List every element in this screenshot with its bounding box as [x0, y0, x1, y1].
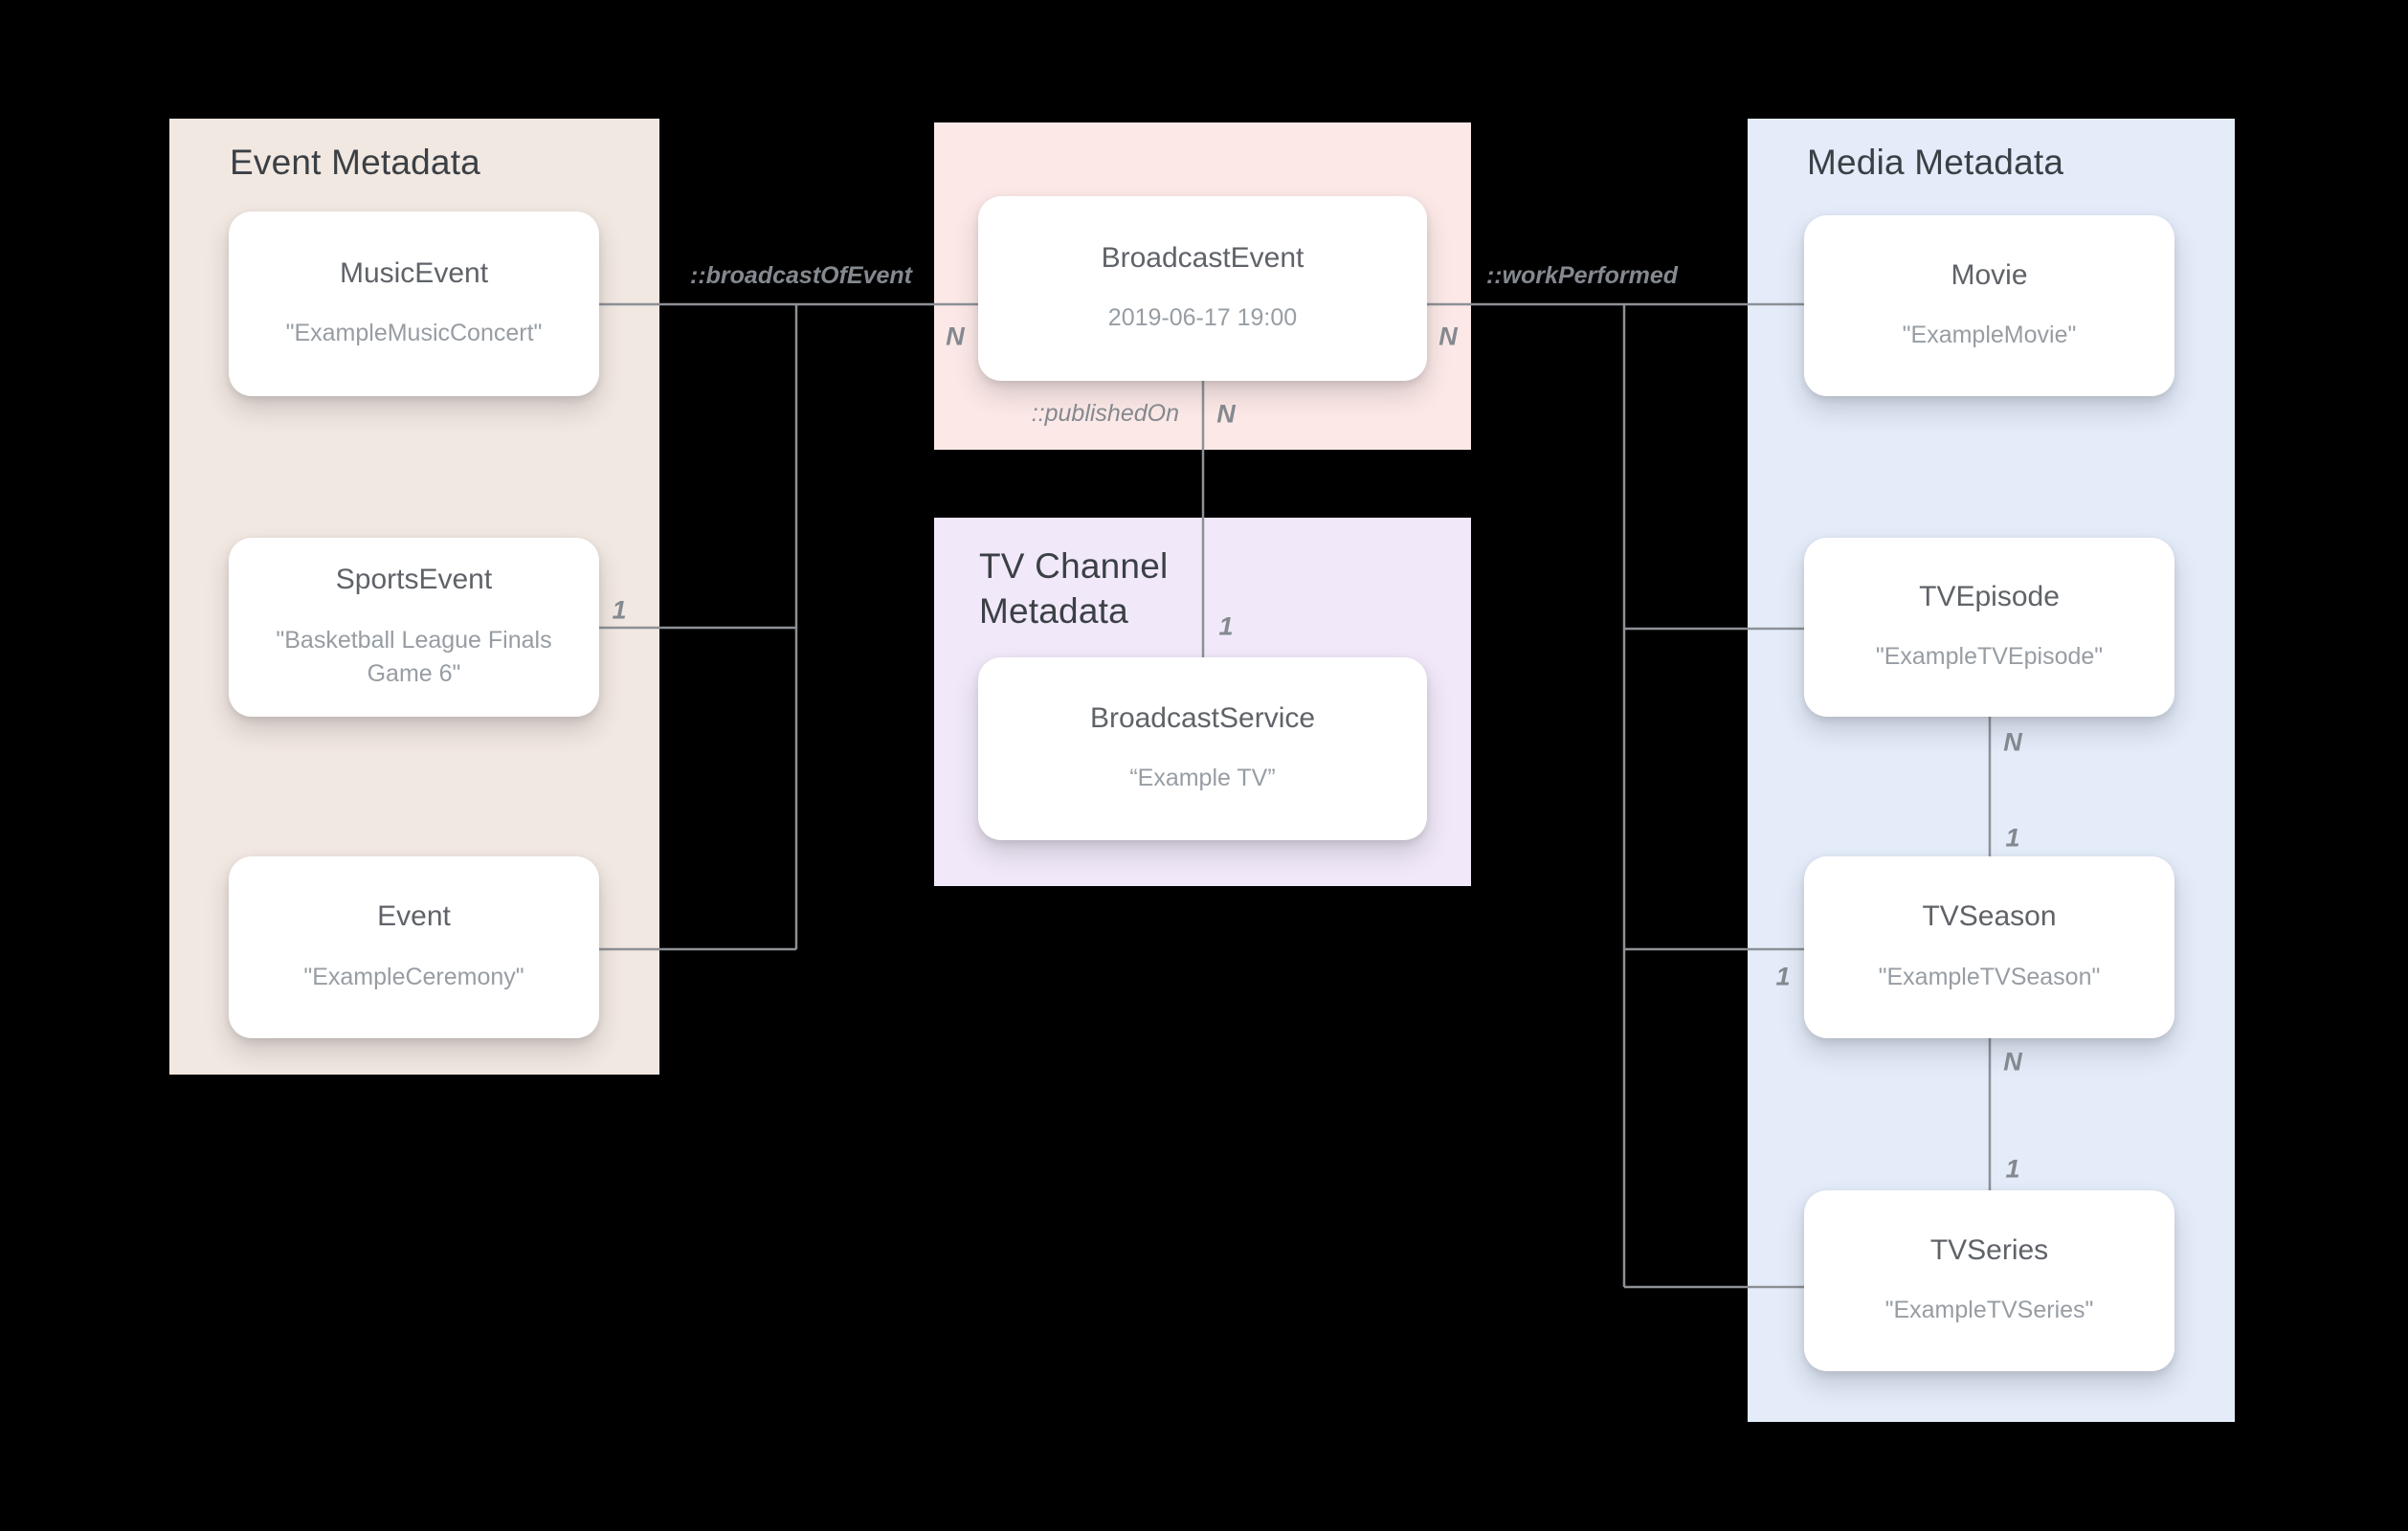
cardinality-workperformed-season: 1	[1775, 962, 1791, 991]
panel-title-media-metadata: Media Metadata	[1807, 143, 2064, 182]
cardinality-publishedon-n: N	[1216, 399, 1236, 429]
cardinality-episode-season-n: N	[2003, 727, 2022, 757]
node-subtitle: "ExampleTVSeason"	[1878, 963, 2101, 990]
node-tv-episode: TVEpisode "ExampleTVEpisode"	[1804, 538, 2174, 717]
node-title: SportsEvent	[335, 564, 493, 596]
node-tv-season: TVSeason "ExampleTVSeason"	[1804, 856, 2174, 1038]
cardinality-sportsevent: 1	[612, 595, 627, 625]
node-subtitle: 2019-06-17 19:00	[1107, 304, 1298, 332]
relation-label-work-performed: ::workPerformed	[1485, 262, 1679, 289]
panel-title-tv-channel-metadata: TV Channel Metadata	[979, 546, 1169, 632]
node-title: TVSeries	[1929, 1233, 2049, 1266]
node-subtitle: "Basketball League Finals Game 6"	[276, 626, 552, 687]
node-subtitle: "ExampleMovie"	[1902, 322, 2077, 349]
cardinality-broadcastevent-right: N	[1438, 322, 1458, 351]
relation-label-published-on: ::publishedOn	[1031, 400, 1179, 427]
node-tv-series: TVSeries "ExampleTVSeries"	[1804, 1190, 2174, 1371]
panel-title-event-metadata: Event Metadata	[230, 143, 480, 182]
node-event: Event "ExampleCeremony"	[229, 856, 599, 1038]
node-title: TVSeason	[1922, 900, 2057, 933]
node-subtitle: "ExampleTVSeries"	[1884, 1297, 2094, 1324]
node-subtitle: "ExampleCeremony"	[303, 963, 524, 990]
node-subtitle: "ExampleTVEpisode"	[1875, 643, 2104, 671]
node-title: Movie	[1951, 258, 2028, 291]
node-title: BroadcastService	[1089, 701, 1316, 734]
cardinality-broadcastevent-left: N	[946, 322, 965, 351]
node-broadcast-service: BroadcastService “Example TV”	[978, 657, 1427, 840]
node-title: TVEpisode	[1919, 580, 2060, 612]
node-title: Event	[377, 900, 451, 933]
node-title: MusicEvent	[339, 256, 489, 289]
node-movie: Movie "ExampleMovie"	[1804, 215, 2174, 396]
cardinality-season-series-1: 1	[2005, 1154, 2020, 1184]
cardinality-publishedon-1: 1	[1218, 611, 1234, 641]
node-subtitle: "ExampleMusicConcert"	[285, 320, 543, 347]
cardinality-episode-season-1: 1	[2005, 823, 2020, 853]
node-broadcast-event: BroadcastEvent 2019-06-17 19:00	[978, 196, 1427, 381]
node-subtitle: “Example TV”	[1129, 765, 1276, 792]
node-music-event: MusicEvent "ExampleMusicConcert"	[229, 211, 599, 396]
cardinality-season-series-n: N	[2003, 1047, 2022, 1076]
node-title: BroadcastEvent	[1101, 241, 1304, 274]
node-sports-event: SportsEvent "Basketball League Finals Ga…	[229, 538, 599, 717]
relation-label-broadcast-of-event: ::broadcastOfEvent	[690, 262, 912, 289]
